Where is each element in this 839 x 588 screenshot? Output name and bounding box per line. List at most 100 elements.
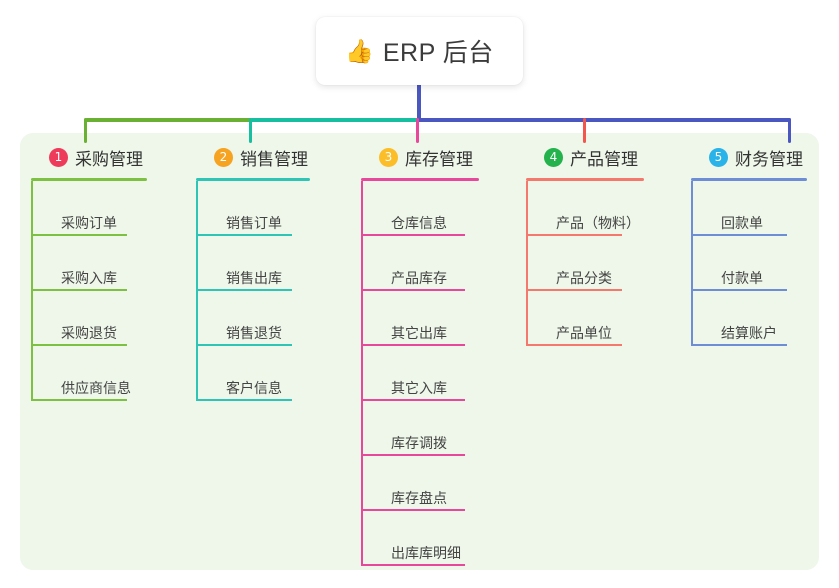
column-badge-4: 4 — [544, 147, 563, 167]
leaf-item-label: 产品单位 — [556, 325, 612, 341]
connector-drop-2 — [249, 118, 252, 143]
leaf-item-label: 销售出库 — [226, 270, 282, 286]
column-rule-2 — [196, 178, 310, 181]
column-header-3[interactable]: 3 库存管理 — [361, 142, 479, 172]
leaf-item-rule — [361, 344, 465, 346]
leaf-item-rule — [361, 234, 465, 236]
column-3: 3 库存管理仓库信息产品库存其它出库其它入库库存调拨库存盘点出库库明细 — [361, 142, 479, 566]
leaf-item-rule — [526, 234, 622, 236]
leaf-item[interactable]: 出库库明细 — [361, 511, 479, 566]
leaf-item[interactable]: 库存盘点 — [361, 456, 479, 511]
column-spine-4 — [526, 181, 528, 346]
column-badge-5: 5 — [709, 147, 728, 167]
column-rule-5 — [691, 178, 807, 181]
column-header-1[interactable]: 1 采购管理 — [31, 142, 147, 172]
column-spine-3 — [361, 181, 363, 566]
leaf-item[interactable]: 仓库信息 — [361, 181, 479, 236]
leaf-item-label: 采购入库 — [61, 270, 117, 286]
leaf-item-label: 客户信息 — [226, 380, 282, 396]
leaf-item[interactable]: 回款单 — [691, 181, 807, 236]
root-node-card[interactable]: 👍 ERP 后台 — [316, 17, 523, 85]
column-title-3: 库存管理 — [405, 149, 473, 169]
leaf-item-label: 付款单 — [721, 270, 763, 286]
connector-stem — [417, 83, 421, 122]
leaf-item-rule — [361, 289, 465, 291]
leaf-item[interactable]: 销售出库 — [196, 236, 310, 291]
leaf-item[interactable]: 采购退货 — [31, 291, 147, 346]
leaf-item[interactable]: 采购订单 — [31, 181, 147, 236]
thumbs-up-icon: 👍 — [345, 37, 374, 64]
column-header-2[interactable]: 2 销售管理 — [196, 142, 310, 172]
leaf-item-label: 产品（物料） — [556, 215, 640, 231]
column-badge-1: 1 — [49, 147, 68, 167]
column-1: 1 采购管理采购订单采购入库采购退货供应商信息 — [31, 142, 147, 401]
connector-bar-segment-3 — [417, 118, 791, 122]
leaf-item[interactable]: 结算账户 — [691, 291, 807, 346]
connector-drop-5 — [788, 118, 791, 143]
leaf-item-rule — [361, 454, 465, 456]
diagram-panel — [20, 133, 819, 570]
column-items-5: 回款单付款单结算账户 — [691, 181, 807, 346]
leaf-item[interactable]: 销售退货 — [196, 291, 310, 346]
leaf-item[interactable]: 库存调拨 — [361, 401, 479, 456]
leaf-item-label: 回款单 — [721, 215, 763, 231]
column-items-3: 仓库信息产品库存其它出库其它入库库存调拨库存盘点出库库明细 — [361, 181, 479, 566]
leaf-item[interactable]: 销售订单 — [196, 181, 310, 236]
leaf-item-rule — [361, 564, 465, 566]
leaf-item-rule — [691, 289, 787, 291]
leaf-item[interactable]: 其它入库 — [361, 346, 479, 401]
page-title: ERP 后台 — [382, 39, 494, 67]
leaf-item-label: 库存调拨 — [391, 435, 447, 451]
column-badge-2: 2 — [214, 147, 233, 167]
leaf-item-rule — [31, 399, 127, 401]
leaf-item[interactable]: 产品库存 — [361, 236, 479, 291]
leaf-item-label: 产品库存 — [391, 270, 447, 286]
leaf-item-rule — [31, 344, 127, 346]
leaf-item-rule — [361, 399, 465, 401]
leaf-item[interactable]: 付款单 — [691, 236, 807, 291]
leaf-item-label: 销售订单 — [226, 215, 282, 231]
column-title-5: 财务管理 — [735, 149, 803, 169]
column-2: 2 销售管理销售订单销售出库销售退货客户信息 — [196, 142, 310, 401]
leaf-item-rule — [196, 344, 292, 346]
column-header-5[interactable]: 5 财务管理 — [691, 142, 807, 172]
column-badge-3: 3 — [379, 147, 398, 167]
leaf-item-label: 产品分类 — [556, 270, 612, 286]
column-title-1: 采购管理 — [75, 149, 143, 169]
column-items-4: 产品（物料） 产品分类产品单位 — [526, 181, 644, 346]
leaf-item[interactable]: 产品分类 — [526, 236, 644, 291]
column-items-2: 销售订单销售出库销售退货客户信息 — [196, 181, 310, 401]
column-rule-3 — [361, 178, 479, 181]
leaf-item-rule — [691, 344, 787, 346]
leaf-item-rule — [196, 234, 292, 236]
leaf-item-rule — [526, 344, 622, 346]
connector-drop-4 — [583, 118, 586, 143]
leaf-item-label: 其它入库 — [391, 380, 447, 396]
column-title-2: 销售管理 — [240, 149, 308, 169]
leaf-item[interactable]: 供应商信息 — [31, 346, 147, 401]
leaf-item-label: 库存盘点 — [391, 490, 447, 506]
connector-bar-segment-2 — [250, 118, 419, 122]
leaf-item-rule — [31, 234, 127, 236]
leaf-item[interactable]: 客户信息 — [196, 346, 310, 401]
leaf-item[interactable]: 产品（物料） — [526, 181, 644, 236]
leaf-item-label: 采购退货 — [61, 325, 117, 341]
leaf-item-label: 结算账户 — [721, 325, 777, 341]
connector-drop-3 — [416, 118, 419, 143]
leaf-item-rule — [691, 234, 787, 236]
column-5: 5 财务管理回款单付款单结算账户 — [691, 142, 807, 346]
column-rule-4 — [526, 178, 644, 181]
leaf-item-label: 采购订单 — [61, 215, 117, 231]
leaf-item[interactable]: 产品单位 — [526, 291, 644, 346]
leaf-item-rule — [196, 399, 292, 401]
column-rule-1 — [31, 178, 147, 181]
leaf-item-label: 供应商信息 — [61, 380, 131, 396]
leaf-item[interactable]: 采购入库 — [31, 236, 147, 291]
leaf-item-rule — [526, 289, 622, 291]
leaf-item[interactable]: 其它出库 — [361, 291, 479, 346]
leaf-item-rule — [196, 289, 292, 291]
leaf-item-label: 出库库明细 — [391, 545, 461, 561]
leaf-item-label: 销售退货 — [226, 325, 282, 341]
